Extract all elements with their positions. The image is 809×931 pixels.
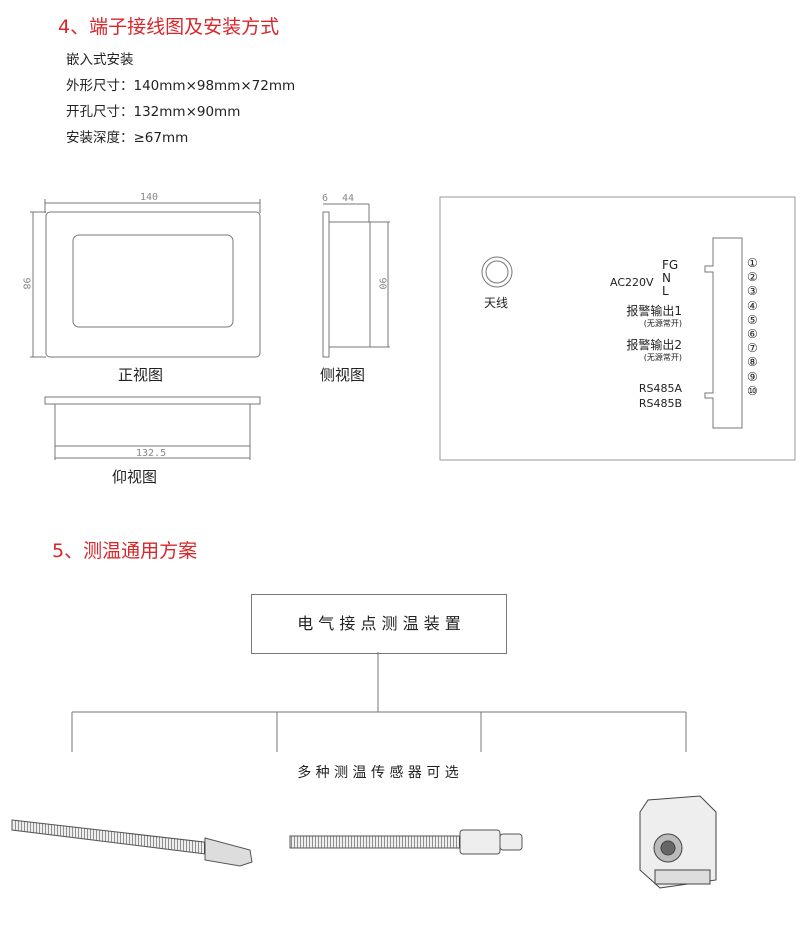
terminal-alarm1: 报警输出1	[626, 304, 682, 318]
side-dim-b: 44	[342, 193, 355, 204]
side-view-body	[328, 221, 371, 348]
bottom-view-body	[54, 403, 251, 447]
root-box: 电 气 接 点 测 温 装 置	[251, 594, 507, 654]
terminal-block	[704, 237, 743, 429]
sensor-probe	[289, 829, 523, 855]
terminal-alarm2-note: (无源常开)	[643, 353, 682, 362]
terminal-number: ⑤	[747, 312, 758, 327]
front-width-dim: 140	[140, 192, 159, 203]
terminal-number: ⑨	[747, 369, 758, 384]
front-view-outline	[45, 211, 261, 358]
branch-label: 多 种 测 温 传 感 器 可 选	[297, 765, 459, 781]
terminal-number: ④	[747, 298, 758, 313]
terminal-number: ⑥	[747, 327, 758, 342]
bottom-view-flange	[44, 396, 261, 405]
side-view-caption: 侧视图	[320, 366, 366, 384]
side-height-dim: 90	[376, 277, 388, 290]
spec-depth: 安装深度：≥67mm	[66, 130, 189, 146]
terminal-numbers: ① ② ③ ④ ⑤ ⑥ ⑦ ⑧ ⑨ ⑩	[747, 256, 758, 398]
front-view-caption: 正视图	[118, 366, 164, 384]
terminal-fg: FG	[662, 258, 679, 272]
wiring-panel	[439, 196, 796, 461]
sensor-strap	[11, 819, 253, 867]
terminal-n: N	[662, 271, 671, 285]
terminal-l: L	[662, 284, 669, 298]
spec-mount: 嵌入式安装	[66, 52, 134, 68]
terminal-alarm2: 报警输出2	[626, 338, 682, 352]
section5-title: 5、测温通用方案	[52, 540, 198, 562]
terminal-number: ②	[747, 270, 758, 285]
terminal-number: ①	[747, 256, 758, 270]
antenna-label: 天线	[484, 296, 509, 310]
terminal-number: ⑦	[747, 341, 758, 356]
terminal-number: ⑩	[747, 383, 758, 398]
front-height-dim: 98	[20, 277, 32, 290]
side-dim-a: 6	[322, 193, 329, 204]
terminal-number: ⑧	[747, 355, 758, 370]
bottom-width-dim: 132.5	[136, 448, 167, 459]
bottom-view-caption: 仰视图	[112, 468, 158, 486]
terminal-alarm1-note: (无源常开)	[643, 319, 682, 328]
terminal-rs485a: RS485A	[638, 382, 682, 395]
sensor-camera-mount	[639, 795, 717, 889]
side-view-panel	[322, 211, 330, 358]
front-view-screen	[72, 234, 234, 328]
terminal-rs485b: RS485B	[638, 397, 682, 410]
section4-title: 4、端子接线图及安装方式	[58, 16, 280, 38]
ac-label: AC220V	[610, 276, 654, 289]
spec-cutout: 开孔尺寸：132mm×90mm	[66, 104, 241, 120]
spec-size: 外形尺寸：140mm×98mm×72mm	[66, 78, 296, 94]
terminal-number: ③	[747, 284, 758, 299]
